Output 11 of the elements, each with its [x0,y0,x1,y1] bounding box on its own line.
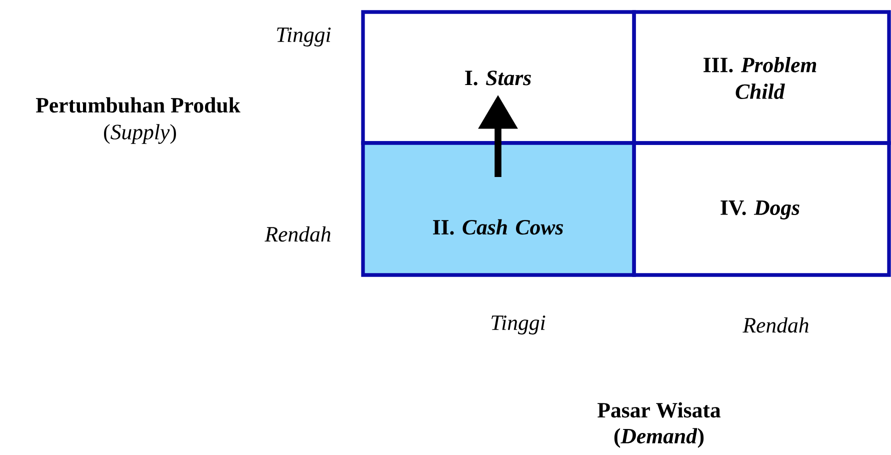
scale-label: Rendah [742,317,808,333]
quadrant-cell: II. Cash Cows [361,141,636,277]
scale-label: Rendah [264,226,330,242]
quadrant-cell: III. Problem Child [632,10,891,145]
quadrant-cell: IV. Dogs [632,141,891,277]
axis-label: (Supply) [104,124,176,144]
axis-label: (Demand) [614,428,704,448]
axis-label: Pertumbuhan Produk [36,97,240,113]
scale-label: Tinggi [277,27,331,47]
scale-label: Tinggi [492,315,546,335]
axis-label: Pasar Wisata [598,402,720,418]
